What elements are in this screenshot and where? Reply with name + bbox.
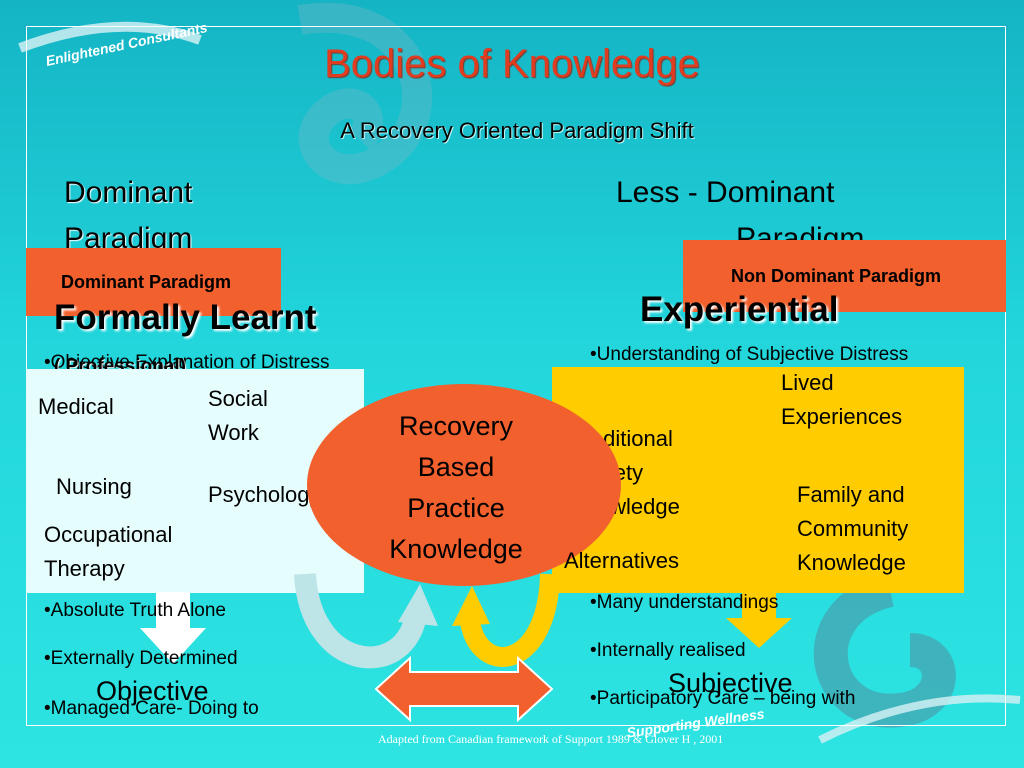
curved-arrows (294, 573, 560, 669)
item-ot-2: Therapy (44, 556, 125, 581)
left-bullet-top: •Objective Explanation of Distress (44, 352, 330, 373)
left-paradigm-box-label: Dominant Paradigm (60, 272, 232, 292)
footer-citation: Adapted from Canadian framework of Suppo… (378, 732, 724, 746)
item-family-3: Knowledge (797, 550, 906, 575)
right-bullet-3: •Participatory Care – being with (590, 688, 856, 709)
item-psychology: Psychology (208, 482, 321, 507)
left-paradigm-line1: Dominant (64, 176, 193, 209)
item-lived-1: Lived (781, 370, 834, 395)
logo-swoosh-top (18, 2, 433, 185)
left-paradigm-box (26, 248, 281, 316)
right-bullet-top: •Understanding of Subjective Distress (590, 344, 909, 365)
item-social-work-1: Social (208, 386, 268, 411)
ellipse-line3: Practice (407, 493, 505, 523)
ellipse-line4: Knowledge (389, 534, 523, 564)
right-paradigm-box-label: Non Dominant Paradigm (730, 266, 941, 286)
left-down-arrow (140, 592, 206, 664)
item-lived-2: Experiences (781, 404, 903, 429)
item-social-work-2: Work (208, 420, 259, 445)
left-bottom-label: Objective (96, 676, 209, 706)
item-family-2: Community (797, 516, 909, 541)
left-bullet-2: •Externally Determined (44, 648, 238, 669)
right-down-arrow (726, 592, 792, 648)
right-bottom-label: Subjective (668, 668, 793, 698)
item-ot-1: Occupational (44, 522, 173, 547)
left-heading: Formally Learnt (54, 298, 317, 337)
slide-title: Bodies of Knowledge (324, 42, 700, 86)
item-nursing: Nursing (56, 474, 132, 499)
right-heading: Experiential (640, 290, 839, 329)
right-paradigm-box (683, 240, 1006, 312)
left-bullet-1: •Absolute Truth Alone (44, 600, 226, 621)
right-paradigm-line1: Less - Dominant (616, 176, 835, 209)
item-family-1: Family and (797, 482, 905, 507)
ellipse-line2: Based (417, 452, 495, 482)
item-medical: Medical (38, 394, 114, 419)
double-arrow (374, 656, 554, 722)
left-bullet-3: •Managed Care- Doing to (44, 698, 259, 719)
slide-subtitle: A Recovery Oriented Paradigm Shift (340, 118, 694, 143)
recovery-ellipse (307, 384, 621, 586)
right-bullet-1: •Many understandings (590, 592, 779, 613)
ellipse-line1: Recovery (398, 411, 514, 441)
right-bullet-2: •Internally realised (590, 640, 746, 661)
item-alternatives: Alternatives (564, 548, 679, 573)
logo-swoosh-bottom (813, 580, 1021, 744)
